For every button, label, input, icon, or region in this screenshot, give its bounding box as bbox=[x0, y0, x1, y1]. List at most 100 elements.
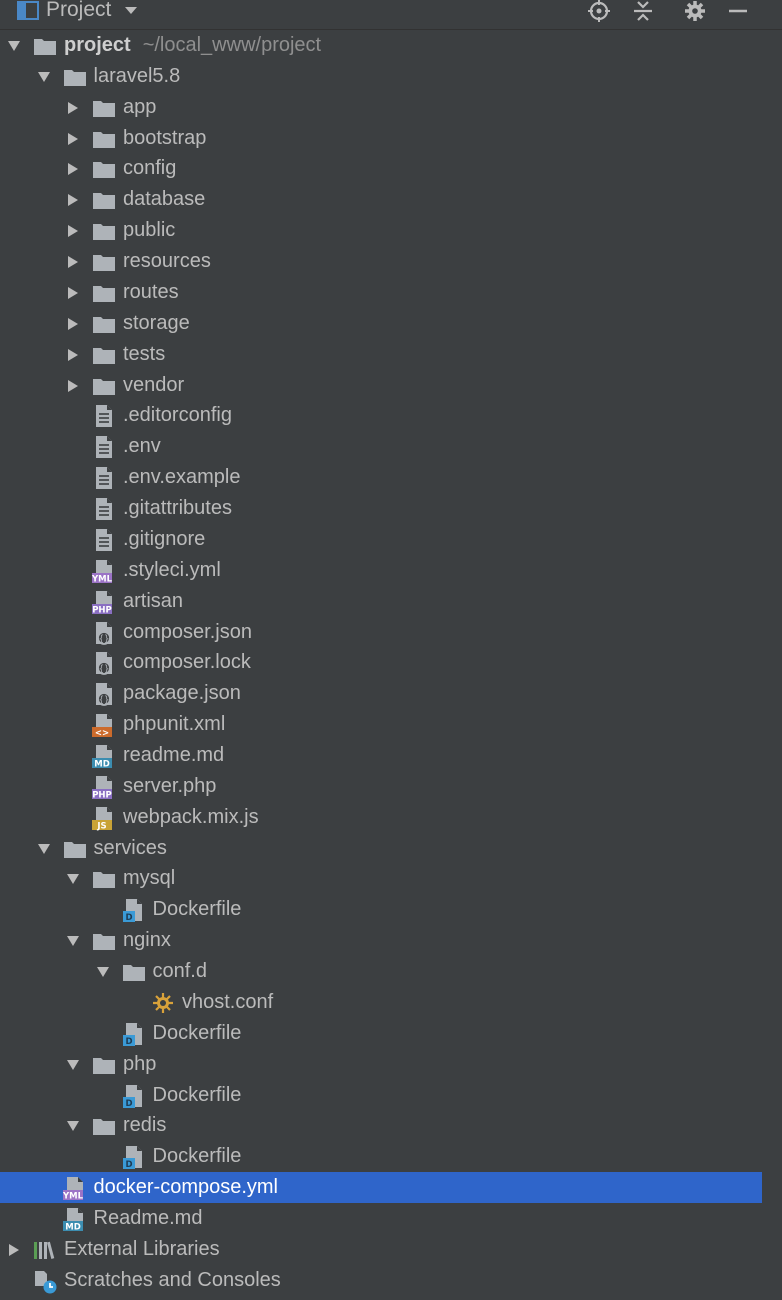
tree-row-label: composer.lock bbox=[123, 651, 251, 674]
folder-icon bbox=[91, 187, 117, 213]
tree-row-phpunit-xml[interactable]: <>phpunit.xml bbox=[0, 709, 762, 740]
tree-row-vendor[interactable]: vendor bbox=[0, 370, 762, 401]
tree-row-label: database bbox=[123, 188, 206, 211]
project-view-icon[interactable] bbox=[17, 0, 39, 22]
tree-row-label: .env.example bbox=[123, 466, 241, 489]
tree-row-laravel5-8[interactable]: laravel5.8 bbox=[0, 61, 762, 92]
dockerfile-icon: D bbox=[121, 897, 147, 923]
tree-row-storage[interactable]: storage bbox=[0, 308, 762, 339]
tree-row-dockerfile[interactable]: D Dockerfile bbox=[0, 1080, 762, 1111]
expand-arrow-right-icon[interactable] bbox=[66, 286, 80, 300]
expand-arrow-right-icon[interactable] bbox=[66, 255, 80, 269]
svg-text:PHP: PHP bbox=[92, 605, 112, 615]
tree-row-scratches-and-consoles[interactable]: Scratches and Consoles bbox=[0, 1265, 762, 1296]
json-file-icon: {} bbox=[91, 650, 117, 676]
tree-row-label: routes bbox=[123, 280, 179, 303]
tree-row-conf-d[interactable]: conf.d bbox=[0, 956, 762, 987]
scrollbar-track[interactable] bbox=[762, 30, 782, 1300]
expand-arrow-right-icon[interactable] bbox=[66, 193, 80, 207]
tree-row-label: Dockerfile bbox=[152, 898, 242, 921]
tree-row-env[interactable]: .env bbox=[0, 431, 762, 462]
expand-arrow-right-icon[interactable] bbox=[66, 101, 80, 115]
tree-row-label: config bbox=[123, 157, 177, 180]
expand-arrow-down-icon[interactable] bbox=[66, 1119, 80, 1133]
expand-arrow-down-icon[interactable] bbox=[37, 70, 51, 84]
gear-icon[interactable] bbox=[684, 0, 706, 22]
expand-arrow-down-icon[interactable] bbox=[96, 965, 110, 979]
tree-row-label: Dockerfile bbox=[152, 1083, 242, 1106]
svg-text:JS: JS bbox=[96, 821, 106, 831]
tree-row-config[interactable]: config bbox=[0, 153, 762, 184]
expand-arrow-right-icon[interactable] bbox=[66, 317, 80, 331]
expand-arrow-right-icon[interactable] bbox=[66, 379, 80, 393]
tree-row-vhost-conf[interactable]: vhost.conf bbox=[0, 987, 762, 1018]
tree-row-project[interactable]: project~/local_www/project bbox=[0, 30, 762, 61]
tree-row-php[interactable]: php bbox=[0, 1049, 762, 1080]
tree-row-routes[interactable]: routes bbox=[0, 277, 762, 308]
tree-row-composer-lock[interactable]: {} composer.lock bbox=[0, 647, 762, 678]
yml-file-icon: YML bbox=[91, 558, 117, 584]
markdown-file-icon: MD bbox=[91, 743, 117, 770]
tree-row-database[interactable]: database bbox=[0, 184, 762, 215]
tree-row-label: redis bbox=[123, 1114, 167, 1137]
tree-row-app[interactable]: app bbox=[0, 92, 762, 123]
tree-row-tests[interactable]: tests bbox=[0, 339, 762, 370]
tree-row-styleci-yml[interactable]: YML.styleci.yml bbox=[0, 555, 762, 586]
tree-row-readme-md[interactable]: MD readme.md bbox=[0, 740, 762, 771]
chevron-down-icon[interactable] bbox=[124, 0, 138, 22]
view-title[interactable]: Project bbox=[46, 0, 112, 21]
expand-arrow-down-icon[interactable] bbox=[37, 842, 51, 856]
tree-row-env-example[interactable]: .env.example bbox=[0, 462, 762, 493]
project-name: project bbox=[64, 34, 131, 56]
php-file-icon: PHP bbox=[91, 589, 117, 615]
tree-row-editorconfig[interactable]: .editorconfig bbox=[0, 400, 762, 431]
expand-arrow-down-icon[interactable] bbox=[66, 1058, 80, 1072]
tree-row-label: readme.md bbox=[123, 744, 225, 766]
tree-row-external-libraries[interactable]: External Libraries bbox=[0, 1234, 762, 1265]
collapse-all-icon[interactable] bbox=[632, 0, 654, 22]
tree-row-label: mysql bbox=[123, 867, 176, 890]
markdown-file-icon: MD bbox=[62, 1206, 88, 1233]
text-file-icon bbox=[91, 403, 117, 429]
folder-icon bbox=[91, 249, 117, 275]
expand-arrow-right-icon[interactable] bbox=[66, 132, 80, 146]
tree-row-label: resources bbox=[123, 250, 211, 273]
folder-icon bbox=[91, 218, 117, 244]
folder-icon bbox=[91, 1113, 117, 1139]
expand-arrow-down-icon[interactable] bbox=[66, 934, 80, 948]
expand-arrow-down-icon[interactable] bbox=[66, 872, 80, 886]
tree-row-resources[interactable]: resources bbox=[0, 246, 762, 277]
folder-icon bbox=[91, 1052, 117, 1078]
tree-row-redis[interactable]: redis bbox=[0, 1110, 762, 1141]
tree-row-nginx[interactable]: nginx bbox=[0, 925, 762, 956]
expand-arrow-right-icon[interactable] bbox=[66, 162, 80, 176]
tree-row-public[interactable]: public bbox=[0, 215, 762, 246]
tree-row-label: app bbox=[123, 95, 157, 118]
expand-arrow-right-icon[interactable] bbox=[66, 348, 80, 362]
tree-row-label: package.json bbox=[123, 682, 241, 705]
tree-row-label: bootstrap bbox=[123, 126, 207, 149]
expand-arrow-right-icon[interactable] bbox=[66, 224, 80, 238]
expand-arrow-down-icon[interactable] bbox=[7, 39, 21, 53]
json-file-icon: {} bbox=[91, 620, 117, 646]
tree-row-bootstrap[interactable]: bootstrap bbox=[0, 123, 762, 154]
locate-icon[interactable] bbox=[588, 0, 610, 22]
expand-arrow-right-icon[interactable] bbox=[7, 1243, 21, 1257]
tree-row-mysql[interactable]: mysql bbox=[0, 863, 762, 894]
tree-row-gitattributes[interactable]: .gitattributes bbox=[0, 493, 762, 524]
tree-row-label: Dockerfile bbox=[152, 1145, 242, 1168]
tree-row-package-json[interactable]: {}package.json bbox=[0, 678, 762, 709]
svg-text:D: D bbox=[125, 1099, 132, 1109]
tree-row-gitignore[interactable]: .gitignore bbox=[0, 524, 762, 555]
tree-row-services[interactable]: services bbox=[0, 833, 762, 864]
tree-row-composer-json[interactable]: {}composer.json bbox=[0, 617, 762, 648]
hide-icon[interactable] bbox=[727, 0, 749, 22]
